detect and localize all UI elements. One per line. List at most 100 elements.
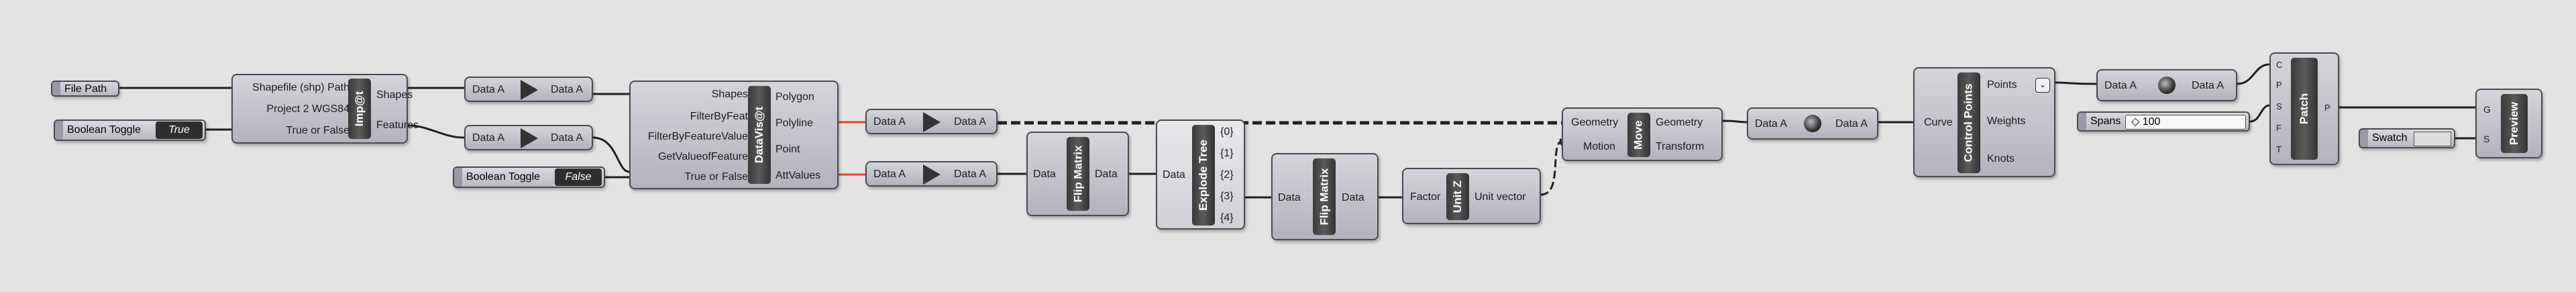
- relay-output: Data A: [2192, 80, 2224, 91]
- move-title: Move: [1632, 120, 1645, 150]
- input-g: G: [2483, 104, 2491, 115]
- input-shapes: Shapes: [711, 89, 748, 100]
- input-filterbyfeat: FilterByFeat: [690, 111, 748, 122]
- relay-output: Data A: [551, 132, 584, 144]
- import-title: Imp@t: [353, 91, 366, 127]
- flip-matrix-title: Flip Matrix: [1318, 168, 1331, 226]
- relay-input: Data A: [873, 116, 906, 128]
- output-polyline: Polyline: [775, 117, 814, 129]
- import-shp-component[interactable]: Shapefile (shp) Path Project 2 WGS84 Tru…: [231, 74, 419, 144]
- play-arrow-icon: [923, 112, 941, 132]
- input-t: T: [2276, 144, 2282, 154]
- input-filterbyfeaturevalue: FilterByFeatureValue: [647, 131, 748, 142]
- input-getvalueoffeature: GetValueofFeature: [657, 151, 748, 162]
- dropdown-arrow-icon[interactable]: ⌄: [2035, 78, 2050, 93]
- unit-z-title: Unit Z: [1451, 180, 1464, 213]
- swatch-param[interactable]: Swatch: [2359, 128, 2455, 148]
- preview-title-bar: Preview: [2501, 94, 2528, 153]
- flip-matrix-title: Flip Matrix: [1071, 145, 1085, 203]
- flip-matrix-component-2[interactable]: Data Flip Matrix Data: [1271, 153, 1379, 240]
- output-polygon: Polygon: [775, 91, 814, 103]
- input-s: S: [2483, 134, 2490, 144]
- output-point: Point: [775, 144, 800, 155]
- unit-z-title-bar: Unit Z: [1446, 173, 1469, 220]
- relay-component-5[interactable]: Data A Data A: [1747, 107, 1878, 140]
- boolean-toggle-true[interactable]: Boolean Toggle True: [54, 119, 206, 141]
- toggle-value[interactable]: False: [555, 168, 602, 186]
- move-title-bar: Move: [1627, 113, 1650, 157]
- output-attvalues: AttValues: [775, 170, 821, 181]
- patch-title: Patch: [2298, 93, 2311, 125]
- patch-title-bar: Patch: [2291, 58, 2318, 160]
- relay-component-1[interactable]: Data A Data A: [464, 77, 593, 102]
- input-factor: Factor: [1410, 191, 1441, 203]
- input-s: S: [2276, 101, 2282, 111]
- output-branch-1: {1}: [1220, 148, 1234, 159]
- output-data: Data: [1095, 168, 1118, 180]
- output-weights: Weights: [1987, 115, 2026, 127]
- input-p: P: [2276, 80, 2282, 90]
- output-data: Data: [1342, 192, 1364, 203]
- output-branch-0: {0}: [1220, 126, 1234, 138]
- output-shapes: Shapes: [376, 89, 413, 101]
- datavis-component[interactable]: Shapes FilterByFeat FilterByFeatureValue…: [629, 81, 839, 189]
- input-true-or-false: True or False: [286, 125, 350, 136]
- boolean-toggle-label: Boolean Toggle: [466, 171, 541, 183]
- output-features: Features: [376, 119, 419, 131]
- file-path-label: File Path: [64, 83, 107, 95]
- output-branch-2: {2}: [1220, 169, 1234, 181]
- move-component[interactable]: Geometry Motion Move Geometry Transform: [1562, 107, 1723, 161]
- flip-matrix-title-bar: Flip Matrix: [1067, 137, 1089, 211]
- preview-component[interactable]: G S Preview: [2475, 89, 2542, 158]
- output-branch-3: {3}: [1220, 191, 1234, 202]
- output-transform: Transform: [1656, 141, 1705, 152]
- output-points: Points: [1987, 79, 2017, 91]
- patch-component[interactable]: C P S F T Patch P: [2269, 52, 2339, 165]
- boolean-toggle-false[interactable]: Boolean Toggle False: [453, 166, 605, 188]
- explode-tree-component[interactable]: Data Explode Tree {0} {1} {2} {3} {4}: [1156, 119, 1245, 230]
- input-data: Data: [1278, 192, 1301, 203]
- spans-slider-track[interactable]: ◇ 100: [2125, 115, 2246, 130]
- preview-title: Preview: [2508, 101, 2521, 146]
- output-unit-vector: Unit vector: [1474, 191, 1526, 203]
- relay-output: Data A: [551, 84, 584, 95]
- boolean-toggle-label: Boolean Toggle: [67, 124, 142, 136]
- input-geometry: Geometry: [1571, 117, 1619, 128]
- input-curve: Curve: [1924, 117, 1953, 128]
- relay-input: Data A: [2104, 80, 2137, 91]
- relay-input: Data A: [873, 168, 906, 180]
- spans-slider[interactable]: Spans ◇ 100: [2077, 111, 2250, 132]
- output-branch-4: {4}: [1220, 212, 1234, 224]
- play-arrow-icon: [923, 164, 941, 185]
- output-p: P: [2324, 103, 2330, 113]
- relay-output: Data A: [954, 168, 987, 180]
- unit-z-component[interactable]: Factor Unit Z Unit vector: [1402, 168, 1541, 224]
- input-f: F: [2276, 123, 2282, 133]
- relay-component-3[interactable]: Data A Data A: [865, 109, 998, 134]
- flip-matrix-title-bar: Flip Matrix: [1313, 158, 1336, 235]
- datavis-title-bar: DataVis@t: [748, 86, 771, 184]
- relay-component-4[interactable]: Data A Data A: [865, 161, 998, 187]
- input-shapefile-path: Shapefile (shp) Path: [252, 82, 350, 93]
- control-points-component[interactable]: Curve Control Points Points ⌄ Weights Kn…: [1913, 67, 2055, 177]
- control-points-title-bar: Control Points: [1957, 72, 1980, 173]
- output-geometry: Geometry: [1656, 117, 1703, 128]
- toggle-value[interactable]: True: [156, 121, 203, 139]
- spans-label: Spans: [2090, 115, 2121, 127]
- flip-matrix-component-1[interactable]: Data Flip Matrix Data: [1026, 132, 1129, 216]
- output-knots: Knots: [1987, 153, 2015, 164]
- swatch-color-box[interactable]: [2414, 132, 2451, 146]
- relay-output: Data A: [954, 116, 987, 128]
- file-path-param[interactable]: File Path: [51, 81, 119, 97]
- relay-input: Data A: [472, 132, 505, 144]
- relay-input: Data A: [1755, 118, 1788, 130]
- relay-component-2[interactable]: Data A Data A: [464, 125, 593, 150]
- relay-output: Data A: [1835, 118, 1868, 130]
- input-c: C: [2276, 60, 2283, 70]
- dial-icon: [2158, 77, 2176, 94]
- relay-component-6[interactable]: Data A Data A: [2096, 69, 2237, 101]
- explode-tree-title: Explode Tree: [1197, 140, 1210, 211]
- input-project-wgs84: Project 2 WGS84: [266, 103, 350, 115]
- input-true-or-false: True or False: [684, 171, 748, 183]
